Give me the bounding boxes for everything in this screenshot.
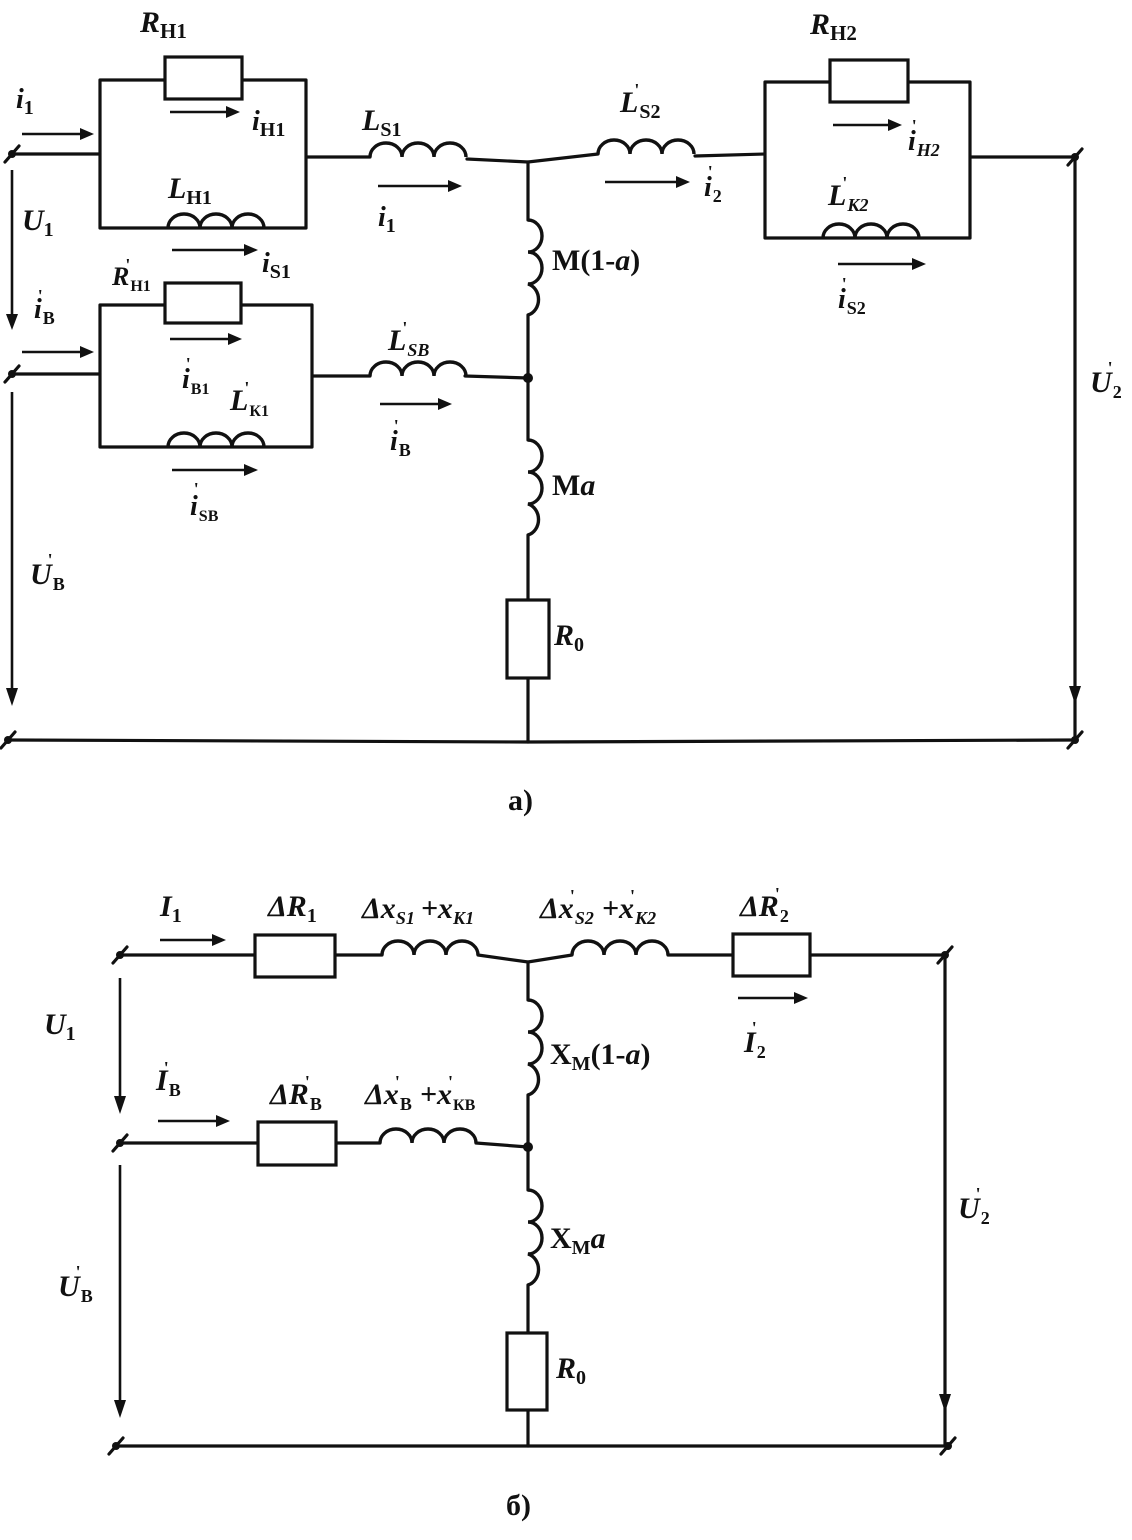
label-dR-B: ΔR'В (269, 1072, 322, 1114)
label-I-2: I'2 (743, 1018, 766, 1062)
label-I-B: I'В (155, 1058, 181, 1100)
resistor-dR-2 (731, 932, 812, 978)
label-U-1: U1 (22, 204, 54, 241)
caption-b: б) (506, 1489, 531, 1522)
resistor-R0-b (505, 1331, 549, 1412)
label-L-SB: L'SB (387, 318, 429, 360)
wire-a-top-left (10, 78, 1077, 240)
caption-a: а) (508, 784, 533, 817)
wire-b-top (118, 953, 947, 964)
resistor-dR-1 (253, 933, 337, 979)
label-R-H1-prime: R'Н1 (111, 255, 151, 295)
inductor-dx-S2-xK2 (570, 939, 670, 956)
label-R0-a: R0 (553, 619, 584, 656)
label-dR-2: ΔR'2 (739, 884, 789, 926)
label-U-2-b: U'2 (958, 1184, 990, 1228)
label-R0-b: R0 (555, 1352, 586, 1389)
label-dx-B-xKB: Δx'В+x'КВ (364, 1072, 476, 1114)
inductor-dx-B-xKB (378, 1127, 478, 1144)
label-i-H1: iН1 (252, 106, 285, 141)
label-XM-1-a: XМ(1-a) (550, 1038, 651, 1075)
label-i-H2: i'Н2 (908, 116, 940, 160)
wire-b-mid (118, 1141, 530, 1149)
resistor-R-H1 (163, 55, 244, 101)
label-U-B: U'В (30, 550, 65, 594)
label-i-2: i'2 (704, 162, 722, 206)
terminals-b (107, 945, 957, 1456)
inductor-XM-1-a (527, 998, 544, 1097)
inductor-L-S2 (596, 138, 696, 155)
label-i-1-mid: i1 (378, 202, 396, 237)
label-L-K2: L'К2 (827, 173, 869, 215)
label-U-2-a: U'2 (1090, 358, 1122, 402)
inductor-XM-a (527, 1188, 544, 1287)
label-U-1-b: U1 (44, 1008, 76, 1045)
wire-a-bottom (6, 738, 1077, 744)
label-i-SB: i'SB (190, 479, 219, 525)
label-I-1: I1 (159, 890, 182, 927)
label-L-S2: L'S2 (619, 80, 660, 123)
inductor-L-S1 (368, 141, 468, 158)
label-dx-S1-xK1: ΔxS1+xК1 (361, 892, 474, 928)
resistor-R-H1-prime (163, 281, 243, 325)
arrows-b (114, 934, 951, 1418)
terminals-a (0, 144, 1084, 750)
label-i-B1: i'В1 (182, 354, 209, 398)
label-M-1-a: M(1-a) (552, 244, 640, 277)
diagram-b: I1 ΔR1 ΔxS1+xК1 Δx'S2+x'К2 ΔR'2 I'2 U1 I… (44, 884, 990, 1522)
label-R-H1: RН1 (139, 6, 187, 43)
label-i-S1: iS1 (262, 248, 291, 283)
inductor-L-SB (368, 360, 468, 377)
label-R-H2: RН2 (809, 8, 857, 45)
label-L-H1: LН1 (167, 172, 212, 209)
inductor-M-a (527, 438, 544, 537)
inductor-M-1-a (527, 218, 544, 317)
diagram-a: RН1 i1 iН1 LS1 LН1 i1 U1 iS1 R'Н1 i'В i'… (0, 6, 1122, 817)
label-M-a: Ma (552, 469, 595, 502)
resistor-dR-B (256, 1120, 338, 1167)
label-dR-1: ΔR1 (267, 890, 317, 927)
label-i-S2: i'S2 (838, 274, 866, 318)
resistor-R-H2 (828, 58, 910, 104)
label-L-S1: LS1 (361, 104, 401, 141)
label-U-B-b: U'В (58, 1262, 93, 1306)
inductor-L-H1 (166, 212, 266, 229)
label-dx-S2-xK2: Δx'S2+x'К2 (539, 886, 656, 928)
label-i-B-in: i'В (34, 286, 55, 328)
resistor-R0-a (505, 598, 551, 680)
arrows-a (6, 106, 1081, 706)
label-L-K1: L'К1 (229, 378, 269, 420)
inductor-L-K2 (821, 222, 921, 239)
inductor-L-K1 (166, 431, 266, 448)
label-i-1-in: i1 (16, 84, 34, 119)
inductor-dx-S1-xK1 (380, 939, 480, 956)
label-XM-a: XМa (550, 1222, 606, 1259)
label-i-B-mid: i'В (390, 416, 411, 460)
wire-a-mid (10, 303, 530, 449)
